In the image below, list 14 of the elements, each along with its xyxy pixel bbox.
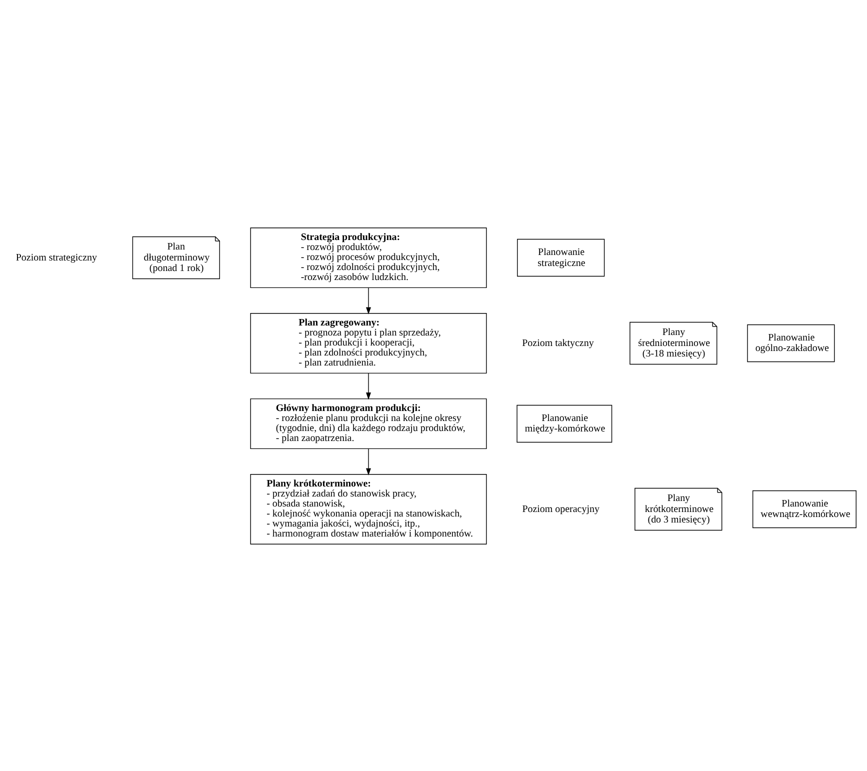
- node-box: Główny harmonogram produkcji: - rozłożenie planu produkcji na kolejne okresy (tygodnie, dni) dla każdego rodzaju produktów, - plan zaopatrzenia.: [250, 398, 487, 449]
- node-box: Planowanie ogólno-zakładowe: [747, 324, 835, 362]
- label: Poziom strategiczny: [16, 252, 98, 263]
- arrow: [366, 372, 371, 400]
- label: Poziom taktyczny: [522, 337, 594, 348]
- node-box: Planowanie wewnątrz-komórkowe: [752, 490, 856, 528]
- arrow: [366, 448, 371, 475]
- arrow: [366, 287, 371, 314]
- node-box: Plany krótkoterminowe: - przydział zadań do stanowisk pracy, - obsada stanowisk, - kolejność wykonania operacji na stanowiskach, - wymagania jakości, wydajności, itp., - harmonogram dostaw materiałów i komponentów.: [250, 473, 487, 544]
- label: Poziom operacyjny: [522, 503, 600, 514]
- node-box: Planowanie strategiczne: [517, 238, 605, 276]
- node-box: Plan zagregowany: - prognoza popytu i plan sprzedaży, - plan produkcji i kooperacji, - plan zdolności produkcyjnych, - plan zatrudnienia.: [250, 312, 487, 374]
- node-box: Strategia produkcyjna: - rozwój produktów, - rozwój procesów produkcyjnych, - rozwój zdolności produkcyjnych, -rozwój zasobów ludzkich.: [250, 227, 487, 288]
- node-box: Planowanie między-komórkowe: [516, 404, 612, 442]
